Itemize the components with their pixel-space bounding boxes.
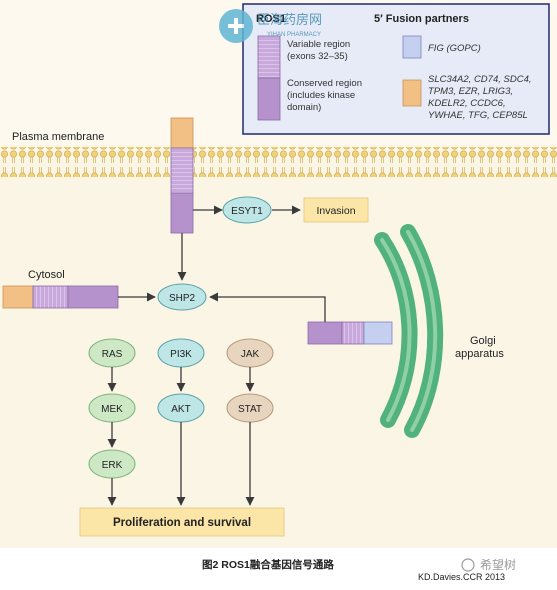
outcome-box — [79, 507, 285, 537]
invasion-label: Invasion — [316, 205, 355, 217]
watermark-subtext: YIHAN PHARMACY — [267, 32, 321, 38]
legend-fig-text: FIG (GOPC) — [428, 43, 481, 54]
golgi-ros1-fusion — [307, 321, 393, 345]
legend-variable-swatch — [257, 35, 281, 79]
watermark-text: 臣海药房网 — [257, 12, 322, 27]
cytosol-ros1-fusion — [2, 285, 119, 309]
legend-variable-text: Variable region (exons 32–35) — [287, 39, 353, 62]
caption-strip — [0, 548, 557, 585]
wechat-icon — [461, 558, 475, 572]
legend-other-swatch — [402, 79, 422, 107]
legend-other-text: SLC34A2, CD74, SDC4, TPM3, EZR, LRIG3, K… — [428, 74, 534, 121]
legend-conserved-text: Conserved region (includes kinase domain… — [287, 78, 365, 113]
figure-credit: KD.Davies.CCR 2013 — [418, 572, 505, 582]
golgi-variable-region — [341, 321, 365, 345]
legend-conserved-swatch — [257, 77, 281, 121]
stat-label: STAT — [238, 404, 262, 415]
legend-ros1-title: ROS1 — [256, 13, 286, 25]
membrane-partner-orange — [170, 117, 194, 149]
ras-label: RAS — [102, 349, 123, 360]
esyt1-label: ESYT1 — [231, 206, 263, 217]
cytosol-label: Cytosol — [28, 269, 65, 281]
golgi-fig-partner — [363, 321, 393, 345]
invasion-box — [303, 197, 369, 223]
shp2-node — [157, 283, 207, 311]
outcome-label: Proliferation and survival — [113, 517, 251, 529]
watermark-logo: 臣海药房网 YIHAN PHARMACY — [219, 9, 322, 43]
golgi-conserved-region — [307, 321, 343, 345]
figure-caption: 图2 ROS1融合基因信号通路 — [202, 558, 334, 571]
golgi-apparatus — [374, 224, 444, 438]
akt-label: AKT — [171, 404, 190, 415]
cytosol-variable-region — [32, 285, 69, 309]
legend-fusion-title: 5′ Fusion partners — [374, 13, 469, 25]
plasma-membrane — [0, 147, 557, 177]
cytosol-partner-orange — [2, 285, 34, 309]
golgi-label: Golgi apparatus — [455, 335, 504, 360]
erk-label: ERK — [102, 460, 123, 471]
membrane-variable-region — [170, 147, 194, 194]
cytosol-conserved-region — [67, 285, 119, 309]
plasma-membrane-label: Plasma membrane — [12, 131, 104, 143]
membrane-ros1-fusion — [170, 117, 194, 234]
watermark-brand: 希望树 — [480, 557, 516, 572]
mek-label: MEK — [101, 404, 123, 415]
jak-label: JAK — [241, 349, 260, 360]
pi3k-label: PI3K — [170, 349, 192, 360]
esyt1-node — [222, 196, 272, 224]
legend: ROS1 5′ Fusion partners Variable region … — [242, 3, 550, 135]
membrane-conserved-region — [170, 192, 194, 234]
legend-fig-swatch — [402, 35, 422, 59]
shp2-label: SHP2 — [169, 293, 196, 304]
